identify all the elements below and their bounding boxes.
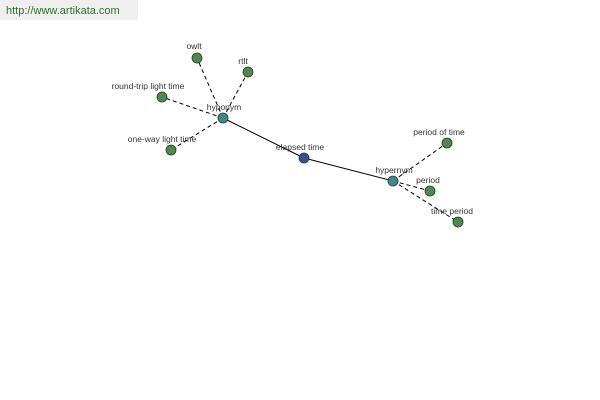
hyponym-label[interactable]: hyponym — [207, 102, 242, 112]
graph-labels: elapsed time hyponym hypernym owlt rtlt round… — [112, 41, 474, 216]
hypernym-node[interactable] — [387, 175, 399, 187]
leaf-node-owlt[interactable] — [191, 52, 203, 64]
hypernym-label[interactable]: hypernym — [375, 165, 412, 175]
center-node[interactable] — [298, 152, 310, 164]
leaf-node-period[interactable] — [424, 185, 436, 197]
edge-hyponym-one-way — [170, 117, 224, 151]
leaf-node-time-period[interactable] — [452, 216, 464, 228]
edge-hyponym-rtlt — [222, 71, 249, 119]
edge-center-hyponym — [222, 117, 305, 159]
edge-center-hypernym — [303, 157, 394, 182]
leaf-node-period-of-time[interactable] — [441, 137, 453, 149]
leaf-label-one-way[interactable]: one-way light time — [128, 134, 197, 144]
leaf-label-rtlt[interactable]: rtlt — [238, 56, 248, 66]
leaf-label-period-of-time[interactable]: period of time — [413, 127, 465, 137]
edge-hyponym-round-trip — [161, 96, 224, 119]
edge-hyponym-owlt — [196, 57, 224, 119]
leaf-node-round-trip[interactable] — [156, 91, 168, 103]
graph-edges — [161, 57, 459, 223]
center-label[interactable]: elapsed time — [276, 142, 324, 152]
leaf-label-time-period[interactable]: time period — [431, 206, 473, 216]
site-url-link[interactable]: http://www.artikata.com — [6, 5, 120, 17]
leaf-node-rtlt[interactable] — [242, 66, 254, 78]
graph-nodes — [156, 52, 464, 228]
hyponym-node[interactable] — [217, 112, 229, 124]
leaf-label-owlt[interactable]: owlt — [186, 41, 202, 51]
leaf-label-round-trip[interactable]: round-trip light time — [112, 81, 185, 91]
leaf-label-period[interactable]: period — [416, 175, 440, 185]
leaf-node-one-way[interactable] — [165, 144, 177, 156]
edge-hypernym-period — [392, 180, 431, 192]
url-banner: http://www.artikata.com — [0, 0, 138, 20]
edge-hypernym-time-period — [392, 180, 459, 223]
